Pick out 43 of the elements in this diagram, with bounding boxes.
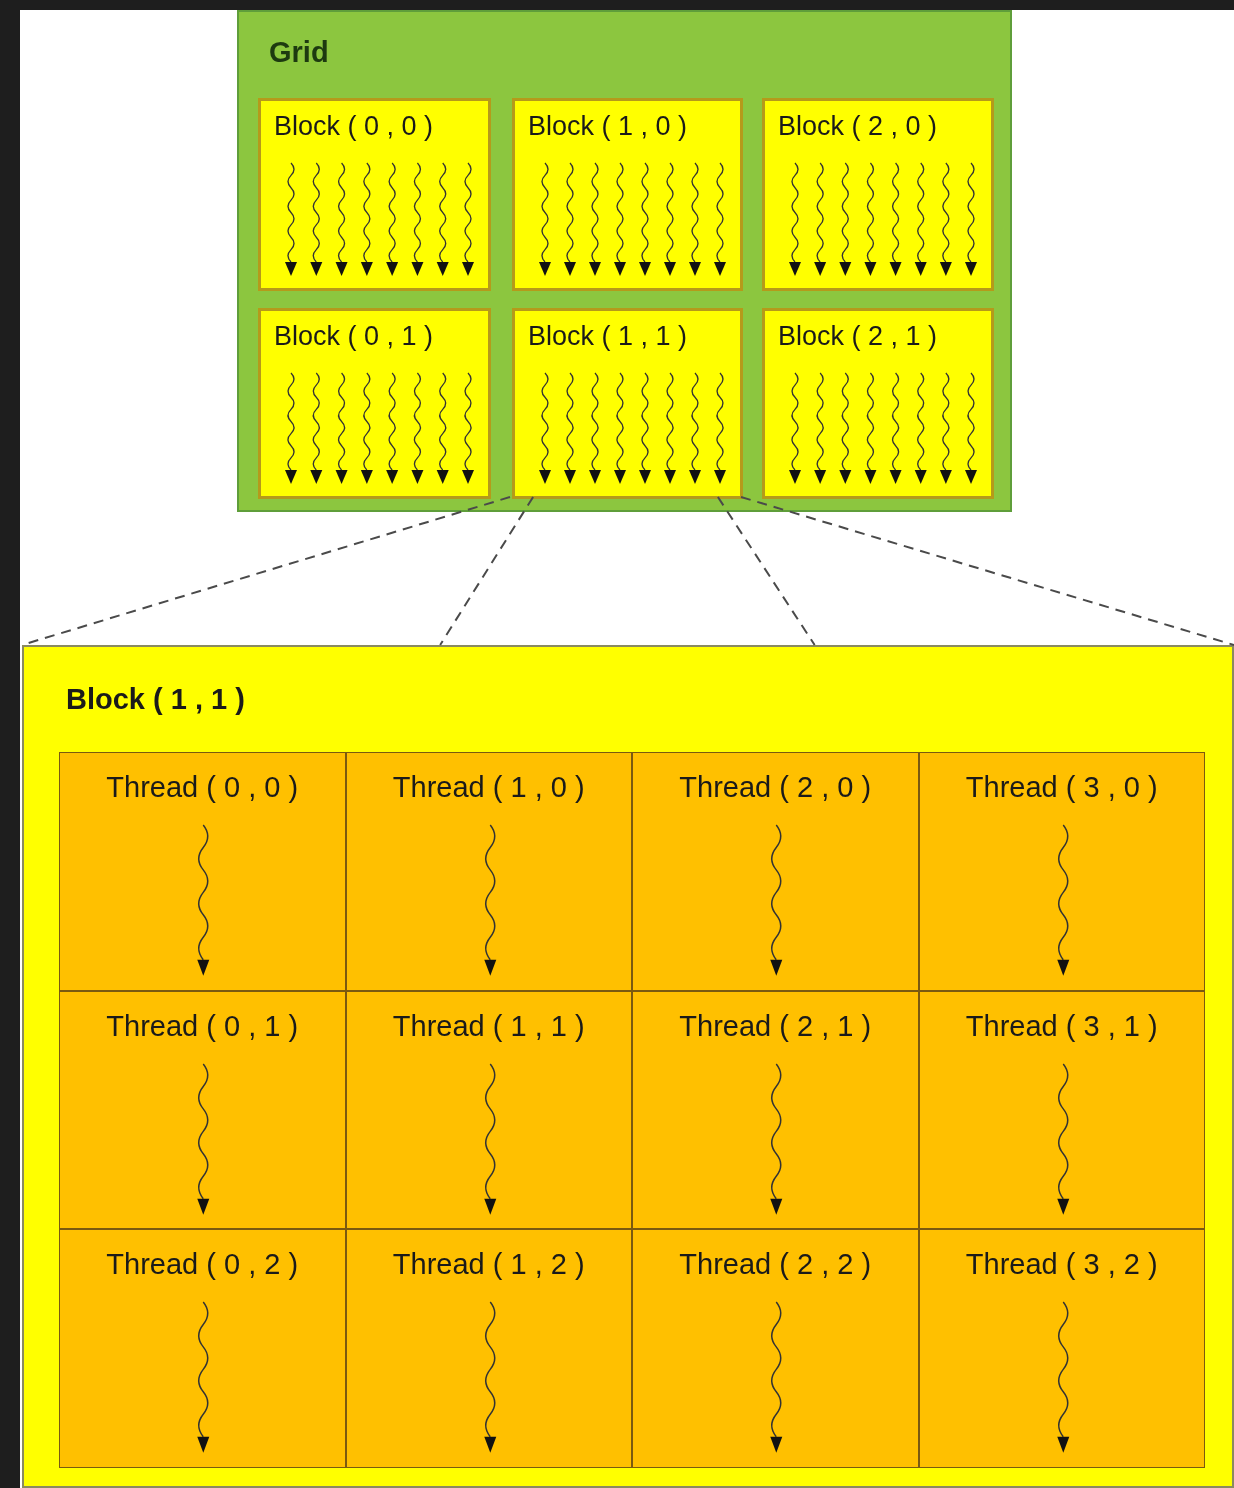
- grid-panel: [237, 10, 1012, 512]
- thread-label: Thread ( 3 , 0 ): [964, 771, 1159, 804]
- block-box: [762, 308, 994, 499]
- thread-label: Thread ( 0 , 0 ): [105, 771, 300, 804]
- thread-label: Thread ( 0 , 1 ): [105, 1009, 300, 1043]
- thread-label: Thread ( 1 , 1 ): [391, 1009, 586, 1043]
- thread-label: Thread ( 3 , 1 ): [964, 1009, 1159, 1043]
- grid-title: Grid: [269, 36, 329, 69]
- block-box: [512, 308, 743, 499]
- block-label: Block ( 1 , 0 ): [528, 111, 688, 142]
- thread-cell: [918, 1229, 1205, 1469]
- block-box: [258, 98, 491, 291]
- block-box: [762, 98, 994, 291]
- dashed-line: [716, 496, 816, 646]
- thread-label: Thread ( 2 , 0 ): [678, 771, 873, 804]
- block-box: [512, 98, 743, 291]
- thread-label: Thread ( 1 , 2 ): [391, 1248, 586, 1282]
- thread-label: Thread ( 1 , 0 ): [391, 771, 586, 804]
- block-label: Block ( 1 , 1 ): [528, 321, 688, 352]
- block-title: Block ( 1 , 1 ): [66, 683, 245, 716]
- thread-label: Thread ( 2 , 2 ): [678, 1248, 873, 1282]
- block-label: Block ( 0 , 1 ): [274, 321, 434, 352]
- thread-cell: [345, 1229, 632, 1469]
- block-panel: [22, 645, 1234, 1488]
- thread-cell: [632, 990, 919, 1230]
- thread-cell: [918, 752, 1205, 991]
- thread-label: Thread ( 2 , 1 ): [678, 1009, 873, 1043]
- thread-label: Thread ( 0 , 2 ): [105, 1248, 300, 1282]
- thread-cell: [632, 752, 919, 991]
- thread-cell: [59, 990, 346, 1230]
- thread-cell: [345, 752, 632, 991]
- thread-cell: [345, 990, 632, 1230]
- thread-cell: [918, 990, 1205, 1230]
- dashed-line: [439, 496, 535, 646]
- thread-cell: [632, 1229, 919, 1469]
- block-box: [258, 308, 491, 499]
- block-label: Block ( 0 , 0 ): [274, 111, 434, 142]
- thread-cell: [59, 752, 346, 991]
- thread-cell: [59, 1229, 346, 1469]
- thread-label: Thread ( 3 , 2 ): [964, 1248, 1159, 1282]
- block-label: Block ( 2 , 1 ): [778, 321, 938, 352]
- block-label: Block ( 2 , 0 ): [778, 111, 938, 142]
- dashed-line: [740, 496, 1234, 646]
